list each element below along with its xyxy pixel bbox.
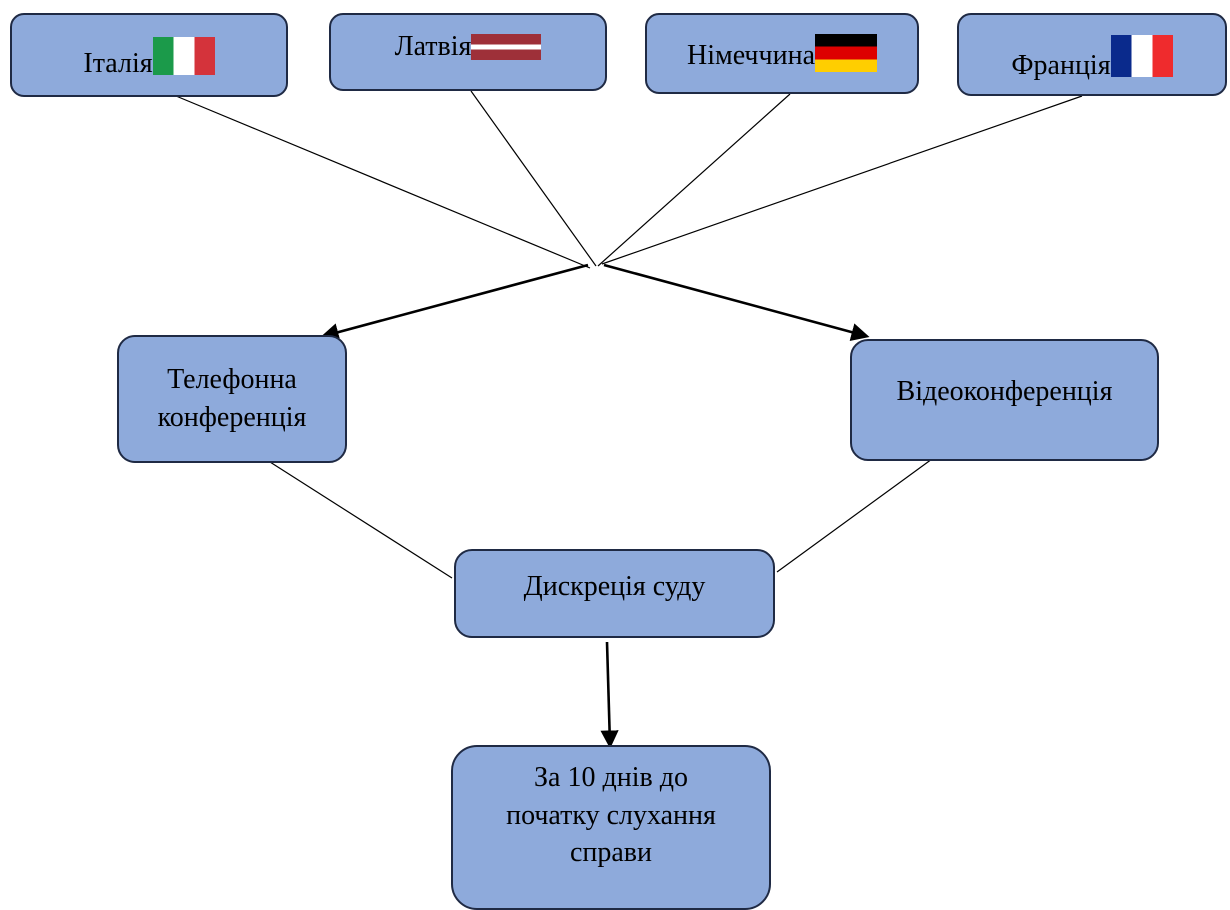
line-italy-to-hub [175,95,591,269]
line-germany-to-hub [597,93,791,267]
country-box-france: Франція [957,13,1227,96]
flag-latvia-icon [471,34,542,60]
flag-germany-icon [815,34,877,73]
video-conference-label: Відеоконференція [896,376,1113,408]
deadline-line2: початку слухання [506,799,716,831]
flag-italy-icon [152,37,215,75]
deadline-line3: справи [569,837,653,869]
court-discretion-label: Дискреція суду [523,570,706,602]
court-discretion-box: Дискреція суду [454,549,775,638]
flag-france-icon [1110,34,1173,77]
country-label: Італія [83,48,153,80]
arrow-to-deadline [600,641,619,749]
country-box-latvia: Латвія [329,13,607,91]
phone-conference-line2: конференція [157,402,307,433]
line-latvia-to-hub [470,90,597,267]
country-label: Німеччина [686,39,815,71]
phone-conference-box: Телефонна конференція [117,335,347,463]
country-box-italy: Італія [10,13,288,97]
country-label: Латвія [394,31,472,63]
line-france-to-hub [601,95,1083,265]
line-video-to-discretion [776,458,933,573]
arrow-to-video [603,263,870,341]
phone-conference-line1: Телефонна [167,364,297,396]
deadline-line1: За 10 днів до [534,761,688,793]
country-box-germany: Німеччина [645,13,919,94]
video-conference-box: Відеоконференція [850,339,1159,461]
country-label: Франція [1011,49,1111,81]
line-phone-to-discretion [269,461,453,579]
deadline-box: За 10 днів до початку слухання справи [451,745,771,910]
arrow-to-phone [320,263,589,342]
